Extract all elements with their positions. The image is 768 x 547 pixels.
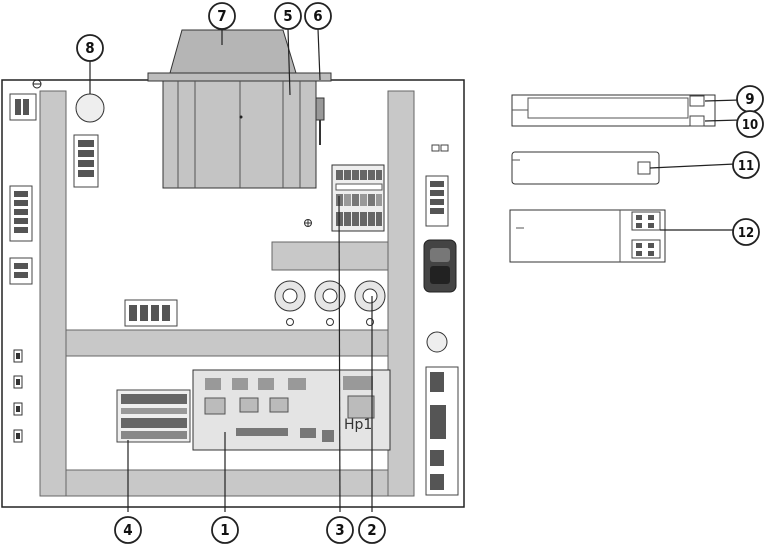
fan-center-dot: [239, 115, 243, 119]
component-9-10: [511, 94, 716, 127]
callout-6: 6: [304, 2, 332, 30]
callout-3: 3: [326, 516, 354, 544]
leader-lines: [89, 28, 741, 513]
svg-text:9: 9: [745, 90, 754, 108]
svg-text:11: 11: [738, 159, 754, 174]
svg-text:3: 3: [335, 521, 344, 539]
component-12: [509, 209, 666, 263]
fan-unit: [147, 29, 332, 189]
round-component-right: [426, 331, 448, 353]
svg-text:12: 12: [738, 226, 754, 241]
din-rail-right: [387, 90, 415, 497]
svg-text:2: 2: [367, 521, 376, 539]
terminal-block-main: [331, 164, 385, 232]
terminal-strip-left-edge: [9, 185, 33, 285]
terminal-contact: [23, 99, 29, 115]
fan-connector: [315, 97, 325, 121]
fan-hood: [169, 29, 297, 74]
callout-7: 7: [208, 2, 236, 30]
right-panel-components: [423, 144, 459, 496]
din-rail-middle: [65, 329, 389, 357]
svg-text:6: 6: [313, 7, 322, 25]
side-connectors-left: [13, 349, 23, 443]
din-rails: [39, 90, 415, 497]
svg-text:4: 4: [123, 521, 132, 539]
callout-11: 11: [732, 151, 760, 179]
terminal-group-center-left: [124, 299, 178, 327]
callout-12: 12: [732, 218, 760, 246]
terminal-contact: [15, 99, 21, 115]
callout-1: 1: [211, 516, 239, 544]
terminal-strip-left-rail: [73, 134, 99, 188]
board-marking: Hp1: [344, 417, 372, 433]
callout-5: 5: [274, 2, 302, 30]
svg-text:8: 8: [85, 39, 94, 57]
svg-text:1: 1: [220, 521, 229, 539]
callout-9: 9: [736, 85, 764, 113]
din-rail-bottom: [65, 469, 389, 497]
callout-4: 4: [114, 516, 142, 544]
svg-text:5: 5: [283, 7, 292, 25]
adjustment-dials: [274, 280, 386, 326]
callout-8: 8: [76, 34, 104, 62]
control-pcb: Hp1: [192, 369, 391, 451]
callout-2: 2: [358, 516, 386, 544]
din-rail-short: [271, 241, 389, 271]
svg-text:7: 7: [217, 7, 226, 25]
callout-10: 10: [736, 110, 764, 138]
svg-text:10: 10: [742, 118, 758, 133]
fan-flange: [147, 72, 332, 82]
component-11: [511, 151, 660, 185]
din-rail-left: [39, 90, 67, 497]
round-sensor: [75, 93, 105, 123]
terminal-rows: [116, 389, 191, 443]
